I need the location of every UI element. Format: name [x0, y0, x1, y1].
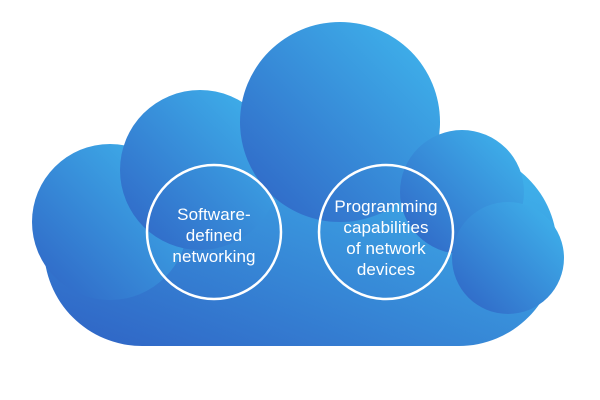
cloud-shape [32, 22, 564, 346]
node-label-line: of network [346, 239, 426, 258]
node-label-line: networking [172, 247, 256, 266]
node-circle-software-defined-networking [145, 163, 283, 301]
node-label-programming-capabilities: Programming capabilities of network devi… [327, 196, 445, 280]
node-circle-programming-capabilities [317, 163, 455, 301]
node-label-line: Software- [177, 205, 251, 224]
node-label-line: devices [356, 260, 416, 279]
node-label-line: Programming [334, 197, 438, 216]
node-label-line: capabilities [343, 218, 429, 237]
node-label-software-defined-networking: Software- defined networking [155, 204, 273, 267]
node-label-line: defined [185, 226, 243, 245]
